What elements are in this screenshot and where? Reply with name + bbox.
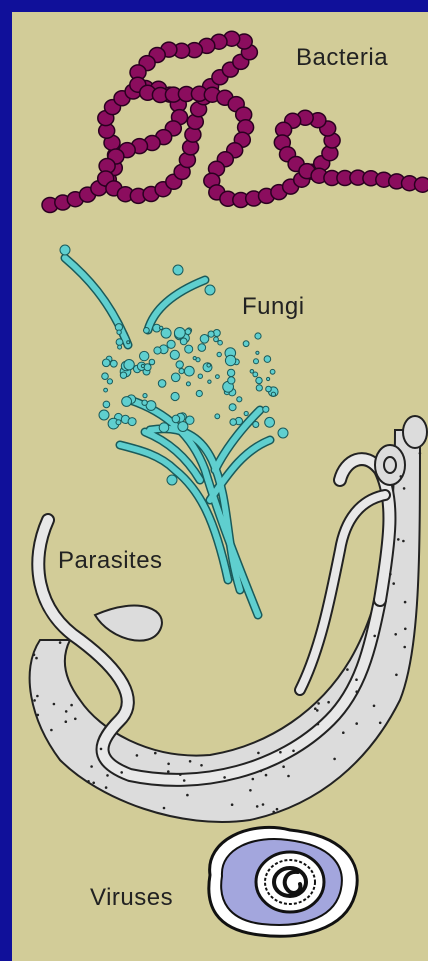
parasites-label: Parasites	[58, 547, 163, 575]
bacteria-label: Bacteria	[296, 44, 388, 72]
fungi-label: Fungi	[242, 293, 305, 321]
virus-particle	[209, 827, 357, 936]
viruses-label: Viruses	[90, 884, 173, 912]
